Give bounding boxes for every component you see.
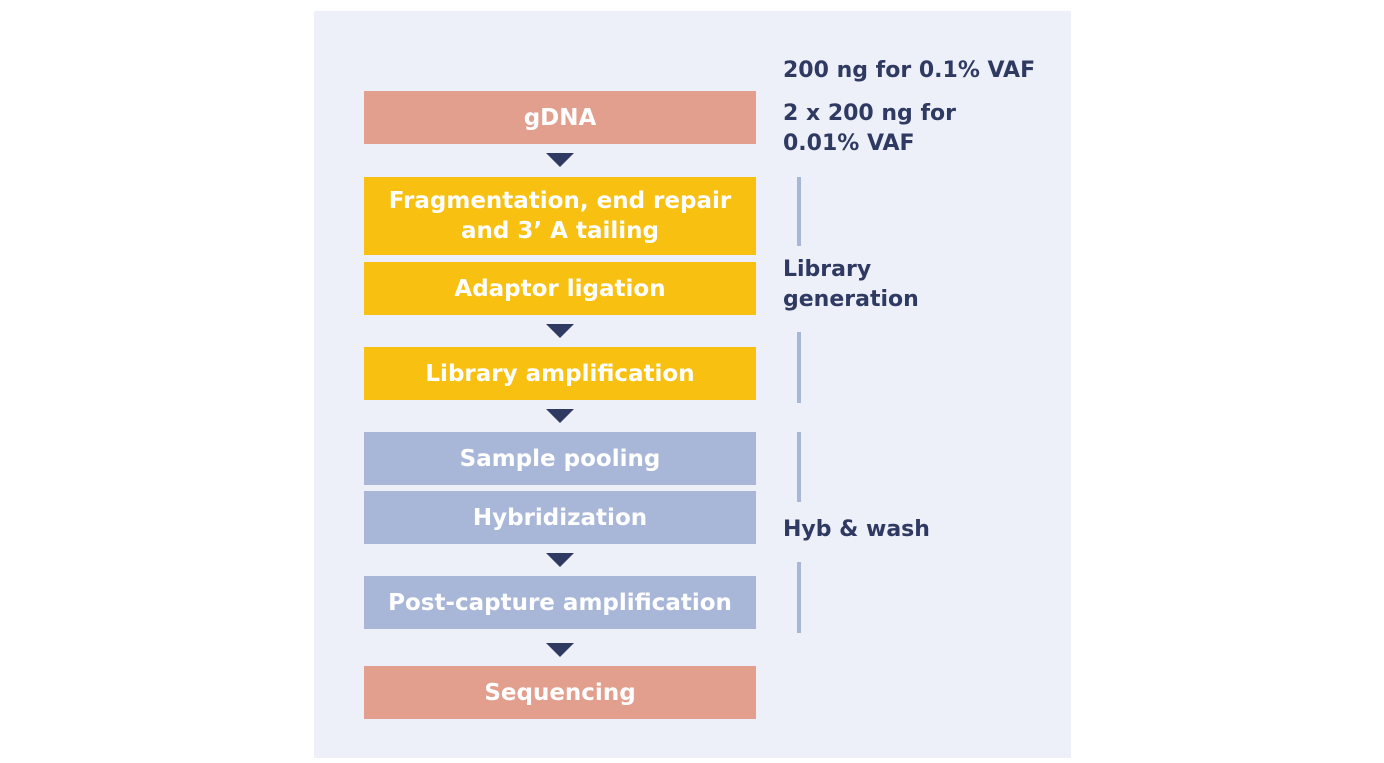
step-post-capture-amplification-label: Post-capture amplification	[388, 589, 732, 616]
arrow-down-icon	[546, 643, 574, 657]
step-post-capture-amplification: Post-capture amplification	[364, 576, 756, 629]
library-generation-note-line2: generation	[783, 287, 919, 312]
step-hybridization: Hybridization	[364, 491, 756, 544]
step-adaptor-ligation: Adaptor ligation	[364, 262, 756, 315]
input-note-line1: 200 ng for 0.1% VAF	[783, 58, 1036, 83]
bracket-bar	[797, 562, 801, 633]
bracket-bar	[797, 432, 801, 502]
step-gdna-label: gDNA	[523, 104, 597, 131]
step-library-amplification-label: Library amplification	[425, 360, 695, 387]
step-sample-pooling: Sample pooling	[364, 432, 756, 485]
arrow-down-icon	[546, 553, 574, 567]
step-hybridization-label: Hybridization	[472, 504, 648, 531]
step-gdna: gDNA	[364, 91, 756, 144]
arrow-down-icon	[546, 409, 574, 423]
step-adaptor-ligation-label: Adaptor ligation	[454, 275, 666, 302]
bracket-bar	[797, 177, 801, 246]
input-note-line3: 0.01% VAF	[783, 131, 915, 156]
library-generation-note-line1: Library	[783, 257, 872, 282]
step-sample-pooling-label: Sample pooling	[459, 445, 661, 472]
hyb-wash-note: Hyb & wash	[783, 517, 930, 542]
step-library-amplification: Library amplification	[364, 347, 756, 400]
step-fragmentation: Fragmentation, end repair and 3’ A taili…	[364, 177, 756, 255]
step-fragmentation-label-line2: and 3’ A tailing	[461, 218, 659, 244]
step-fragmentation-label-line1: Fragmentation, end repair	[388, 188, 732, 214]
step-sequencing: Sequencing	[364, 666, 756, 719]
bracket-bar	[797, 332, 801, 403]
arrow-down-icon	[546, 324, 574, 338]
input-note-line2: 2 x 200 ng for	[783, 101, 957, 126]
step-sequencing-label: Sequencing	[484, 679, 636, 706]
arrow-down-icon	[546, 153, 574, 167]
